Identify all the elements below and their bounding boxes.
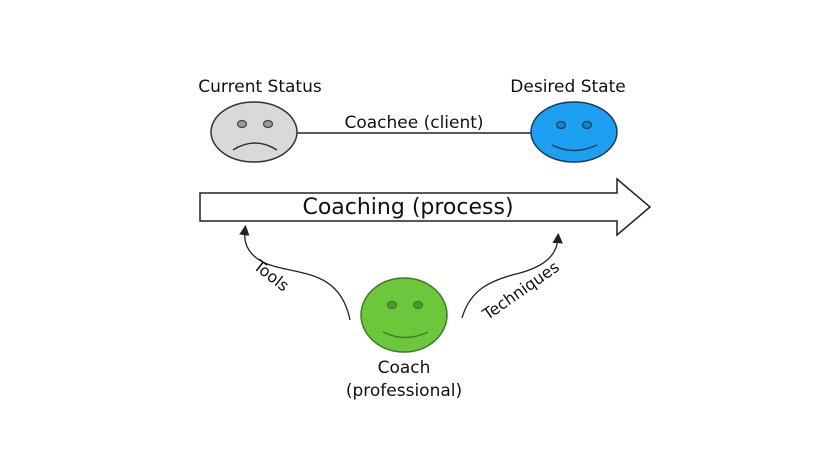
- tools-label: Tools: [249, 255, 293, 295]
- current-status-label: Current Status: [198, 77, 322, 97]
- process-label: Coaching (process): [302, 195, 513, 220]
- techniques-arrow: [461, 232, 563, 319]
- sad-face-icon: [210, 101, 298, 163]
- process-arrow: [199, 177, 652, 237]
- coachee-label: Coachee (client): [344, 113, 483, 133]
- techniques-label: Techniques: [478, 257, 563, 324]
- coach-role-label: (professional): [346, 381, 462, 401]
- desired-state-label: Desired State: [510, 77, 625, 97]
- happy-face-blue-icon: [530, 101, 618, 163]
- happy-face-green-icon: [360, 277, 448, 353]
- tools-arrow: [239, 224, 351, 321]
- coach-label: Coach: [378, 358, 431, 378]
